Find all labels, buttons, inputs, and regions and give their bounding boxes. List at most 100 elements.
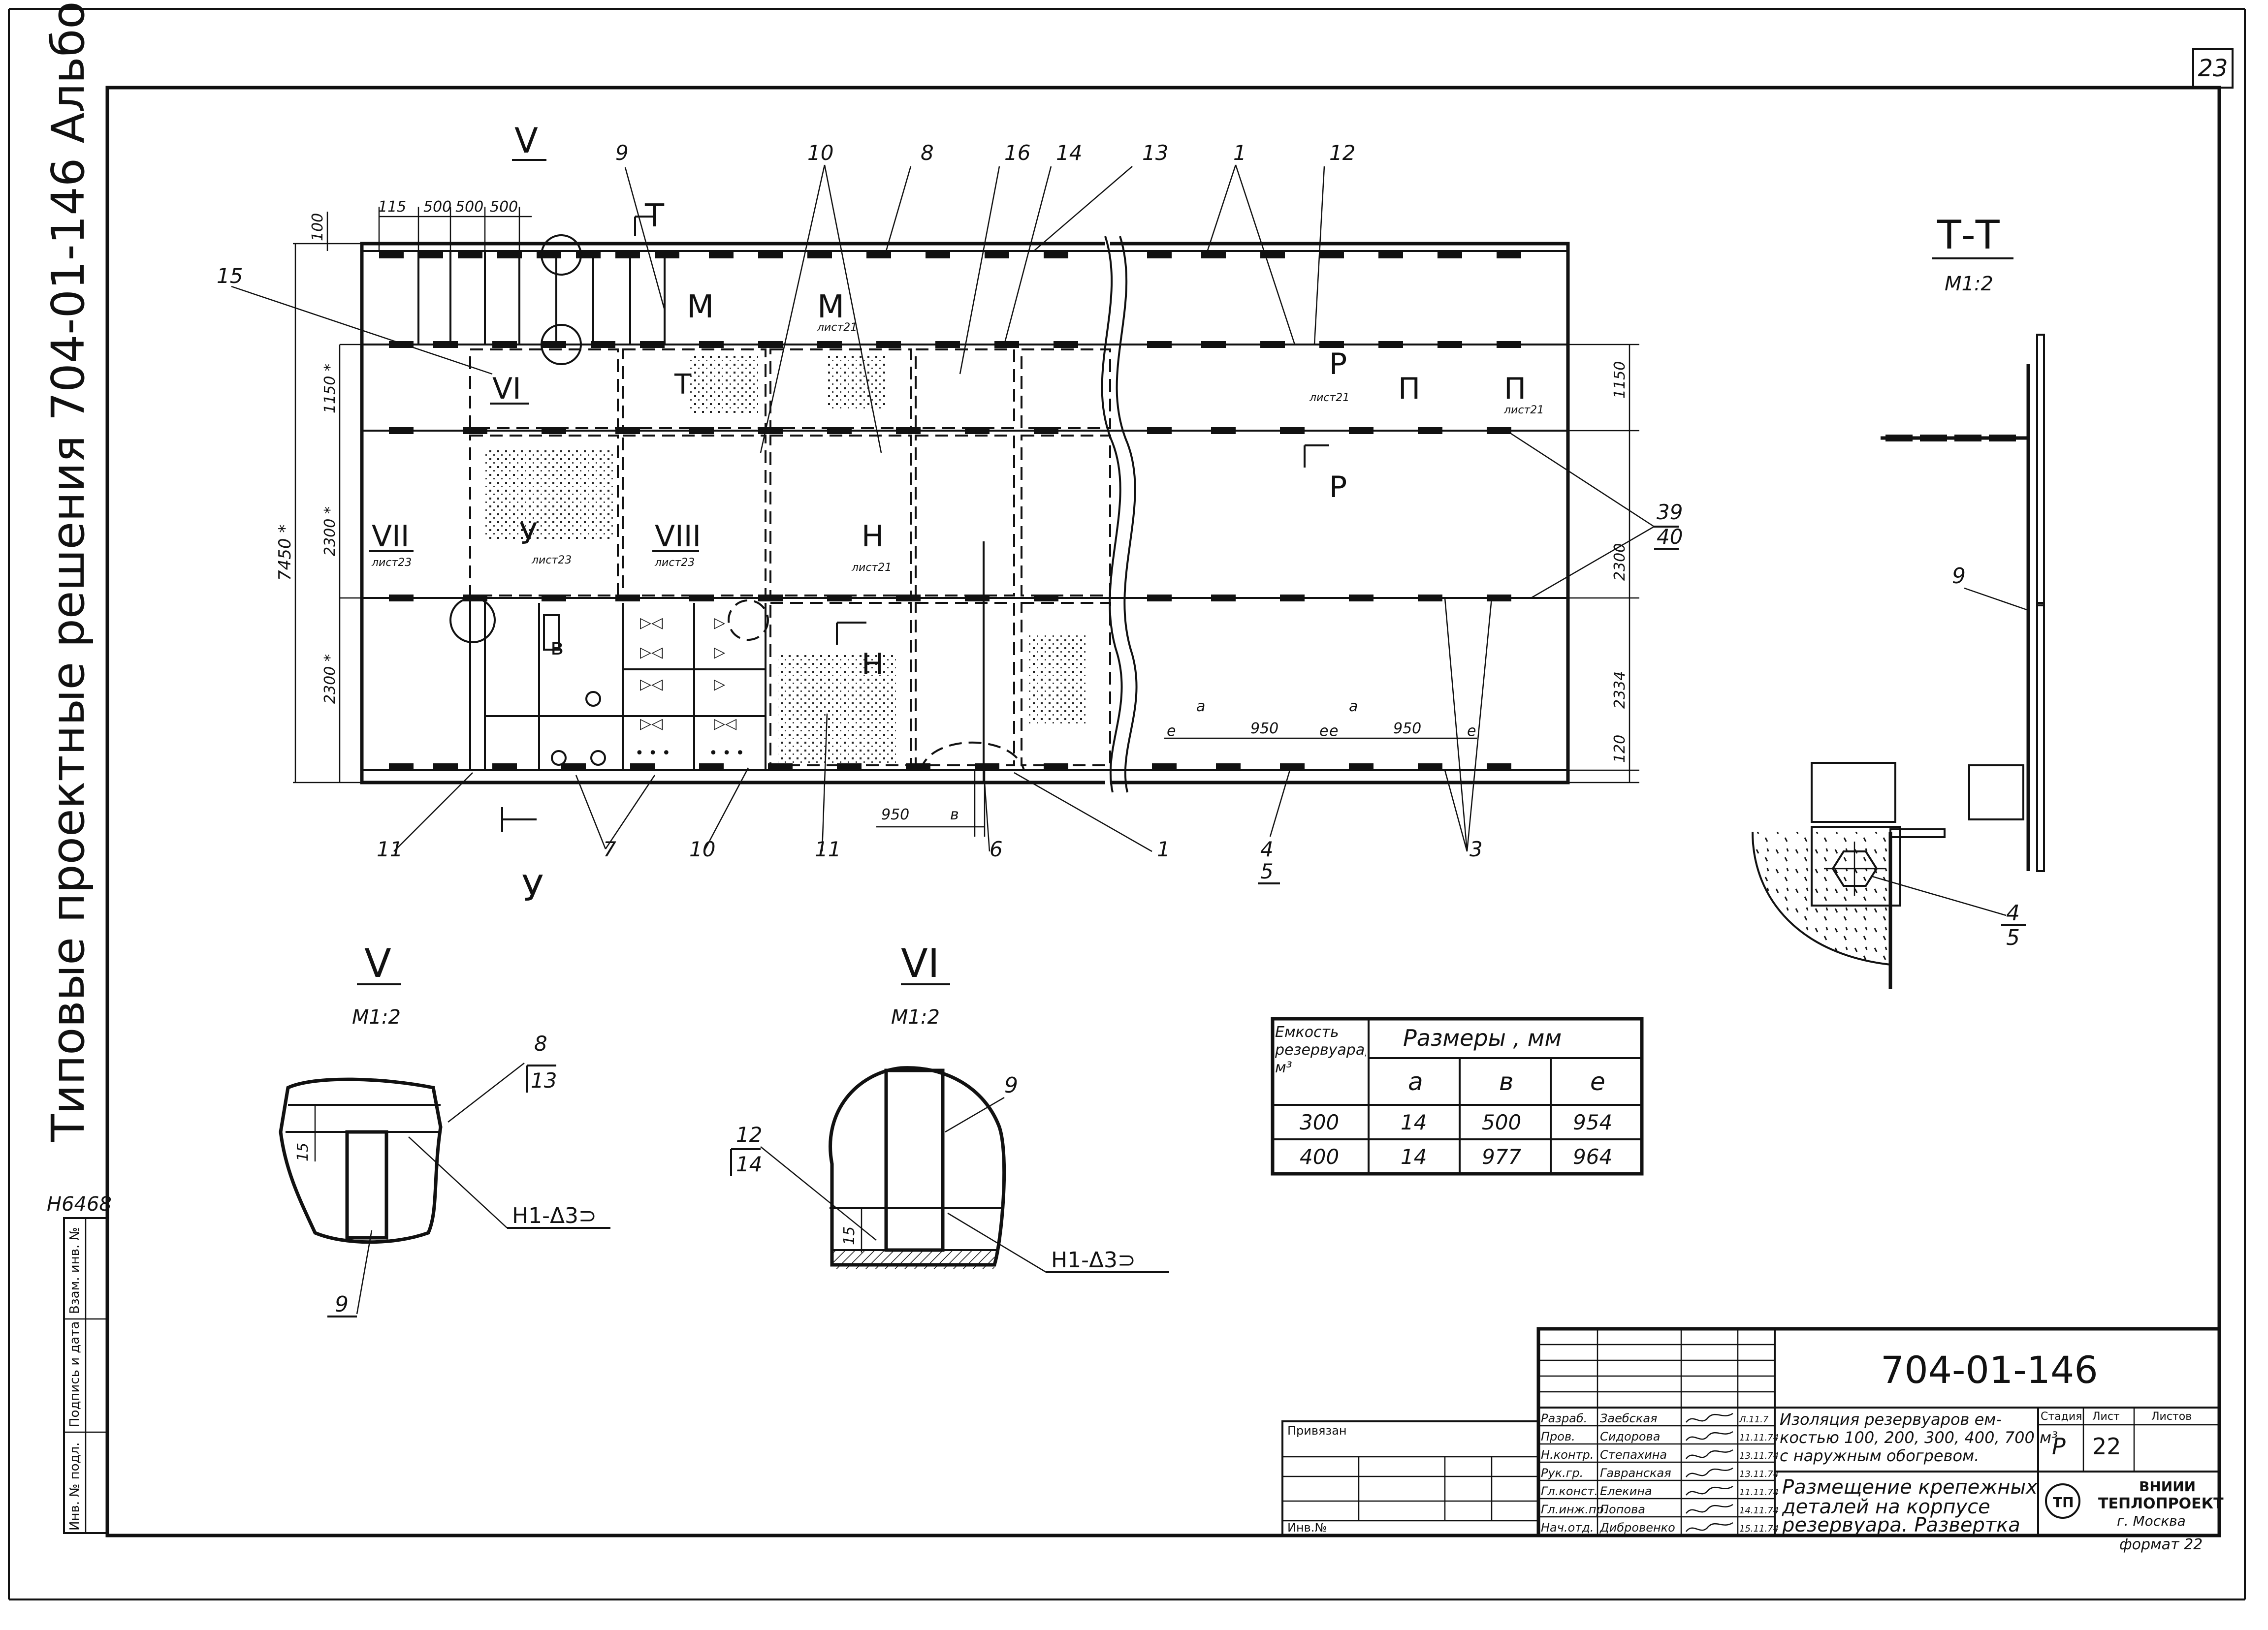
detail-tt-5: 5 <box>2006 925 2020 950</box>
view-labels: V VI VII лист23 VIII лист23 Т Т М М лист… <box>369 121 1544 909</box>
label-view-vi: VI <box>492 372 521 406</box>
hdr-sheets: Листов <box>2151 1411 2192 1423</box>
staff-date-4: 11.11.74 <box>1739 1487 1779 1498</box>
callout-9: 9 <box>615 141 629 165</box>
callout-16: 16 <box>1004 141 1030 165</box>
tank-development: в ▷◁▷◁▷◁▷◁ ▷▷▷▷◁ • • •• • • <box>293 207 1639 837</box>
label-section-p2: Р <box>1329 470 1347 504</box>
sheet-title-1: Размещение крепежных <box>1782 1476 2038 1499</box>
svg-text:• • •: • • • <box>635 745 671 762</box>
detail-vi-scale: М1:2 <box>891 1006 940 1029</box>
title-line-2: костью 100, 200, 300, 400, 700 м³ <box>1780 1428 2058 1447</box>
table-r0-a: 14 <box>1401 1110 1427 1134</box>
staff-date-3: 13.11.74 <box>1739 1469 1779 1479</box>
dim-e4: е <box>1467 722 1476 740</box>
callout-8: 8 <box>921 141 934 165</box>
size-table: Емкость резервуара, м³ Размеры , мм а в … <box>1271 1017 1644 1176</box>
staff-date-6: 15.11.74 <box>1739 1524 1779 1534</box>
callout-7: 7 <box>603 837 616 861</box>
detail-v-dim: 15 <box>294 1143 312 1161</box>
stage-value: Р <box>2052 1433 2066 1460</box>
dim-left-1: 2300 * <box>321 506 339 556</box>
callout-1-bottom: 3 <box>1469 837 1483 861</box>
staff-name-4: Елекина <box>1600 1484 1652 1498</box>
dim-950b: 950 <box>1393 720 1421 737</box>
privyazan-label: Привязан <box>1287 1424 1347 1438</box>
ref-m: лист21 <box>817 321 857 334</box>
table-header-group: Размеры , мм <box>1403 1025 1562 1051</box>
callout-4: 5 <box>1260 859 1274 883</box>
side-stamp: Типовые проектные решения 704-01-146 Аль… <box>42 0 95 1142</box>
org-1: ВНИИИ <box>2139 1478 2196 1495</box>
sheet-number-box <box>2192 48 2234 89</box>
staff-role-2: Н.контр. <box>1541 1448 1594 1462</box>
top-ladder <box>417 251 666 345</box>
dim-e3: е <box>1329 722 1338 740</box>
label-section-m2: М <box>817 289 844 325</box>
label-section-m: М <box>687 289 714 325</box>
svg-text:• • •: • • • <box>709 745 744 762</box>
label-view-v: V <box>514 121 538 161</box>
dim-a1: а <box>1196 698 1205 715</box>
detail-vi-dim: 15 <box>841 1226 858 1245</box>
staff-role-1: Пров. <box>1541 1430 1575 1443</box>
org-logo-mark: ТП <box>2053 1494 2074 1510</box>
title-block: 704-01-146 Изоляция резервуаров ем- кост… <box>1281 1327 2224 1553</box>
dim-e2: е <box>1319 722 1328 740</box>
detail-tt: Т-Т М1:2 9 4 5 <box>1752 212 2045 989</box>
callout-15: 15 <box>217 264 243 288</box>
shell-outline-right <box>1110 242 1570 784</box>
ref-viii: лист23 <box>654 557 695 569</box>
dim-a2: а <box>1349 698 1358 715</box>
archive-col1: Инв. № подл. <box>67 1442 82 1531</box>
staff-role-5: Гл.инж.пр. <box>1541 1503 1607 1516</box>
staff-name-0: Заебская <box>1600 1411 1658 1425</box>
dim-right-1: 2300 <box>1611 543 1629 581</box>
label-section-pi: П <box>1398 372 1420 406</box>
view-circle-viii <box>728 599 769 641</box>
table-r1-a: 14 <box>1401 1145 1427 1169</box>
dim-top-2: 500 <box>455 198 483 216</box>
view-circle-vii <box>449 597 496 643</box>
staff-role-4: Гл.конст. <box>1541 1484 1598 1498</box>
svg-text:▷: ▷ <box>714 644 725 661</box>
lower-left-framing: в ▷◁▷◁▷◁▷◁ ▷▷▷▷◁ • • •• • • <box>469 598 767 770</box>
table-r0-capacity: 300 <box>1300 1110 1339 1134</box>
table-r1-b: 977 <box>1482 1145 1521 1169</box>
dim-left-2: 2300 * <box>321 654 339 704</box>
dim-e1: е <box>1167 722 1176 740</box>
table-header-capacity: Емкость резервуара, м³ <box>1275 1024 1366 1076</box>
callout-6: 1 <box>1157 837 1170 861</box>
table-col-e: е <box>1590 1067 1605 1096</box>
detail-tt-9: 9 <box>1952 564 1966 589</box>
bracket-segments <box>379 251 1521 770</box>
org-logo-icon <box>2045 1483 2080 1519</box>
inner-frame <box>105 86 2221 1537</box>
svg-text:▷◁: ▷◁ <box>640 676 663 693</box>
dim-top-1: 500 <box>423 198 451 216</box>
inv-no-label: Инв.№ <box>1287 1521 1327 1535</box>
staff-name-5: Попова <box>1600 1503 1645 1516</box>
detail-v-8: 8 <box>534 1032 547 1056</box>
detail-v-9: 9 <box>335 1292 349 1317</box>
detail-vi-12: 12 <box>736 1123 762 1147</box>
label-section-h: Н <box>862 519 884 554</box>
detail-tt-scale: М1:2 <box>1945 273 1993 295</box>
label-section-pi2: П <box>1504 372 1526 406</box>
sheet-value: 22 <box>2092 1433 2121 1460</box>
format-label: формат 22 <box>2119 1536 2203 1553</box>
svg-text:▷: ▷ <box>714 614 725 631</box>
detail-tt-4: 4 <box>2006 901 2020 926</box>
table-r1-e: 964 <box>1573 1145 1612 1169</box>
archive-strip: Н6468 Инв. № подл. Подпись и дата Взам. … <box>47 1193 112 1534</box>
hdr-sheet: Лист <box>2092 1411 2120 1423</box>
dim-top-3: 500 <box>490 198 518 216</box>
staff-name-1: Сидорова <box>1600 1430 1660 1443</box>
detail-vi-14: 14 <box>736 1152 762 1176</box>
staff-date-1: 11.11.74 <box>1739 1433 1779 1443</box>
dim-overall: 7450 * <box>275 525 295 581</box>
svg-text:▷◁: ▷◁ <box>640 715 663 732</box>
dimension-texts: 115 500 500 500 100 1150 * 2300 * 2300 *… <box>275 198 1629 823</box>
detail-vi-weld: Н1-Δ3⊃ <box>1051 1248 1136 1273</box>
